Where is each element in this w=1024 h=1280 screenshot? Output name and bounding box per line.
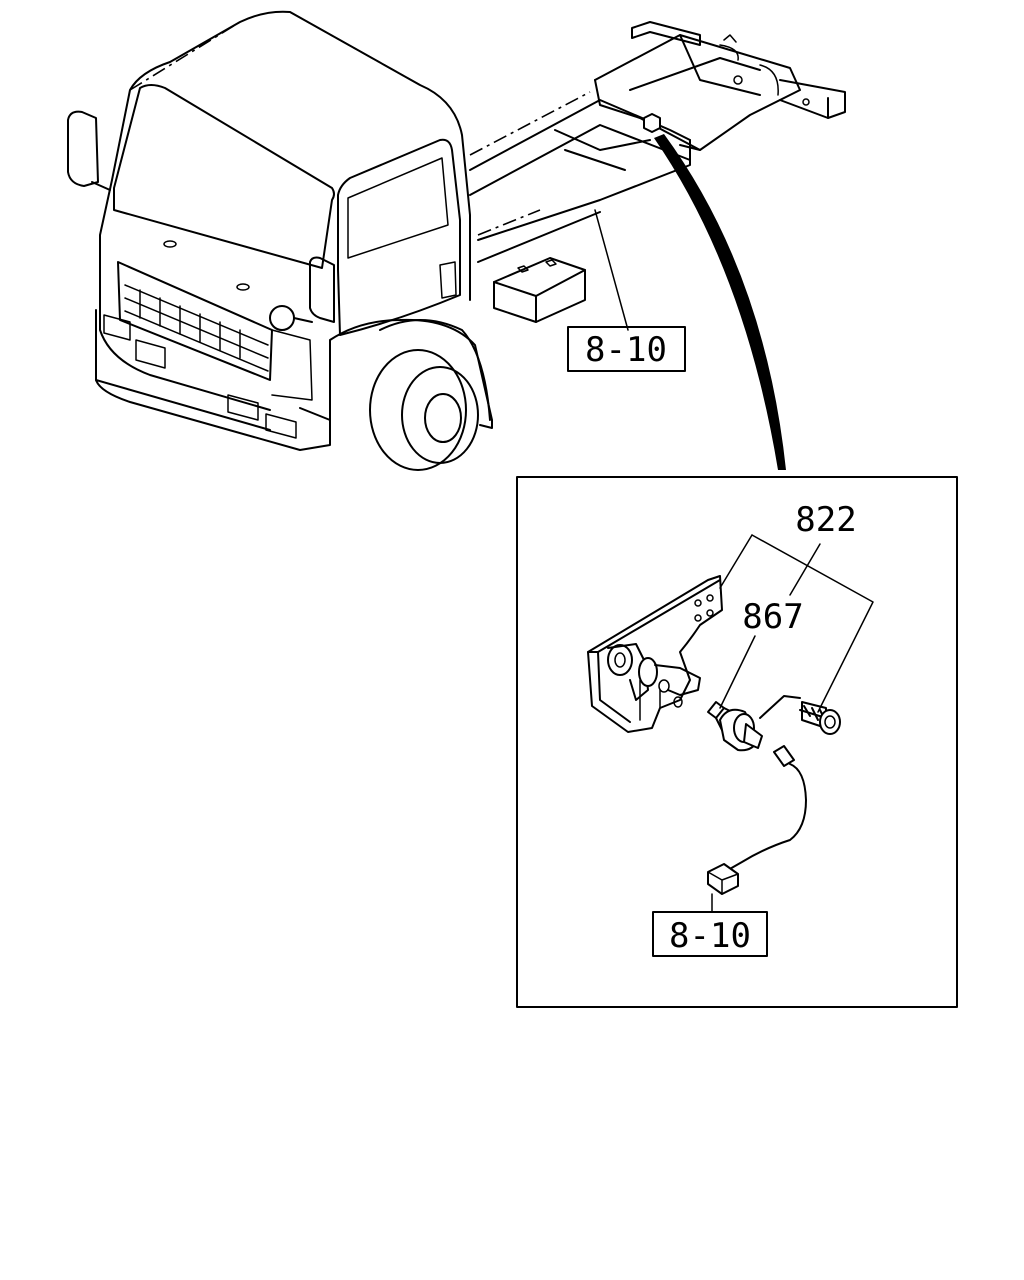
- part-number-822: 822: [795, 500, 856, 540]
- leader-to-detail: [654, 134, 786, 470]
- ref-box-truck: 8-10: [567, 326, 686, 372]
- ref-box-connector: 8-10: [652, 911, 768, 957]
- part-number-867: 867: [742, 597, 803, 637]
- detail-frame: [516, 476, 958, 1008]
- detail-illustration: [587, 534, 874, 913]
- ref-label-connector: 8-10: [669, 916, 751, 956]
- ref-label-truck: 8-10: [585, 330, 667, 370]
- truck-illustration: [67, 10, 846, 471]
